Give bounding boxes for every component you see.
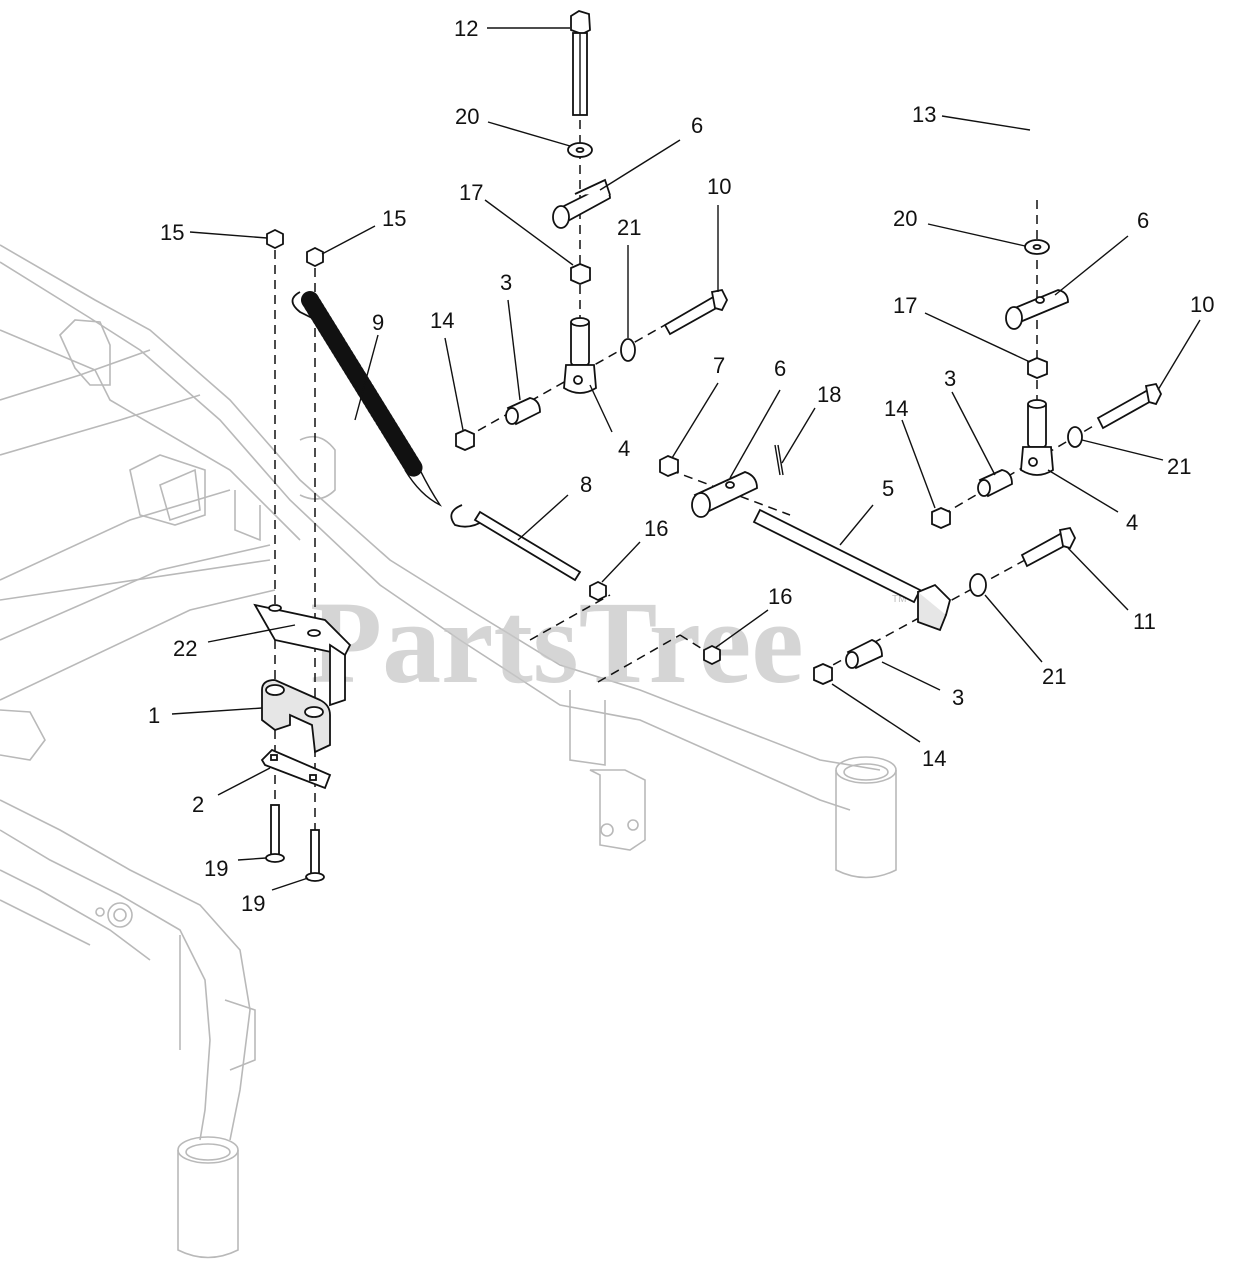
nut-15-left bbox=[266, 228, 284, 250]
watermark-text: PartsTree bbox=[310, 577, 804, 708]
nut-16-lower bbox=[703, 644, 721, 666]
bracket-22 bbox=[253, 603, 352, 707]
callout-labels: 12 20 6 17 21 10 15 15 9 14 3 4 13 20 6 … bbox=[148, 16, 1214, 916]
callout-15: 15 bbox=[160, 220, 184, 245]
callout-9: 9 bbox=[372, 310, 384, 335]
assembly-axes bbox=[274, 120, 1096, 875]
callout-6: 6 bbox=[691, 113, 703, 138]
callout-16: 16 bbox=[768, 584, 792, 609]
callout-14: 14 bbox=[884, 396, 908, 421]
nut-14-lower bbox=[813, 663, 833, 685]
pivot-block-6-top bbox=[552, 178, 611, 229]
callout-3: 3 bbox=[952, 685, 964, 710]
pivot-block-6-right bbox=[1005, 289, 1069, 330]
spring-9 bbox=[291, 291, 443, 507]
callout-3: 3 bbox=[944, 366, 956, 391]
callout-10: 10 bbox=[707, 174, 731, 199]
callout-16: 16 bbox=[644, 516, 668, 541]
nut-17-left bbox=[570, 263, 591, 285]
bolt-12 bbox=[570, 10, 591, 116]
nut-15-right bbox=[306, 246, 324, 268]
support-block-1 bbox=[261, 679, 331, 754]
callout-20: 20 bbox=[455, 104, 479, 129]
pivot-shaft-4-right bbox=[1020, 399, 1054, 476]
callout-14: 14 bbox=[430, 308, 454, 333]
callout-15: 15 bbox=[382, 206, 406, 231]
bushing-3-left bbox=[505, 397, 541, 426]
callout-2: 2 bbox=[192, 792, 204, 817]
bolt-10-right bbox=[1096, 382, 1163, 430]
castle-nut-7 bbox=[659, 455, 679, 477]
nut-14-right bbox=[931, 507, 951, 529]
pivot-shaft-4-left bbox=[563, 317, 597, 394]
rod-8 bbox=[450, 504, 582, 582]
nut-17-right bbox=[1027, 357, 1048, 379]
washer-21-left bbox=[620, 338, 636, 362]
bushing-3-right bbox=[977, 469, 1013, 498]
bolt-11 bbox=[1020, 526, 1077, 568]
nut-16-upper bbox=[589, 580, 607, 602]
callout-5: 5 bbox=[882, 476, 894, 501]
mower-frame bbox=[0, 244, 897, 1259]
callout-19: 19 bbox=[241, 891, 265, 916]
callout-6: 6 bbox=[1137, 208, 1149, 233]
callout-17: 17 bbox=[459, 180, 483, 205]
callout-4: 4 bbox=[1126, 510, 1138, 535]
callout-11: 11 bbox=[1133, 609, 1156, 634]
washer-21-lower bbox=[969, 573, 987, 597]
plate-2 bbox=[260, 748, 332, 790]
callout-20: 20 bbox=[893, 206, 917, 231]
callout-19: 19 bbox=[204, 856, 228, 881]
watermark: PartsTree TM bbox=[310, 577, 906, 708]
nut-14-left bbox=[455, 429, 475, 451]
callout-7: 7 bbox=[713, 353, 725, 378]
leader-lines bbox=[171, 27, 1201, 891]
pin-19-right bbox=[305, 829, 325, 882]
shaft-5 bbox=[752, 508, 952, 632]
callout-14: 14 bbox=[922, 746, 946, 771]
callout-4: 4 bbox=[618, 436, 630, 461]
callout-3: 3 bbox=[500, 270, 512, 295]
washer-21-right bbox=[1067, 426, 1083, 448]
bolt-10-left bbox=[663, 288, 729, 336]
pivot-block-6-middle bbox=[691, 471, 758, 518]
callout-21: 21 bbox=[617, 215, 641, 240]
callout-12: 12 bbox=[454, 16, 478, 41]
callout-6: 6 bbox=[774, 356, 786, 381]
callout-21: 21 bbox=[1167, 454, 1191, 479]
parts bbox=[253, 10, 1163, 882]
callout-8: 8 bbox=[580, 472, 592, 497]
callout-17: 17 bbox=[893, 293, 917, 318]
callout-21: 21 bbox=[1042, 664, 1066, 689]
callout-1: 1 bbox=[148, 703, 160, 728]
callout-13: 13 bbox=[912, 102, 936, 127]
watermark-trademark: TM bbox=[892, 594, 906, 605]
cotter-pin-18 bbox=[774, 444, 784, 476]
pin-19-left bbox=[265, 804, 285, 863]
callout-22: 22 bbox=[173, 636, 197, 661]
bushing-3-lower bbox=[845, 639, 883, 670]
callout-18: 18 bbox=[817, 382, 841, 407]
callout-10: 10 bbox=[1190, 292, 1214, 317]
